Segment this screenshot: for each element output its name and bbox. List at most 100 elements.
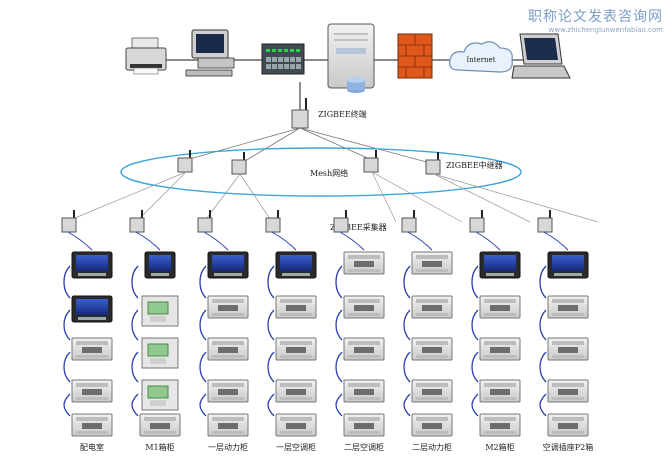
cloud-icon: Internet [449, 41, 513, 73]
cabinet-column: 一层空调柜 [265, 210, 317, 452]
din-meter-icon [71, 337, 113, 361]
watermark: 职称论文发表咨询网 www.zhichenglunwenfabiao.com [528, 6, 663, 34]
bus-wire [267, 351, 275, 383]
router-label: ZIGBEE中继器 [446, 160, 503, 170]
router-antenna-icon [231, 152, 247, 175]
breaker-module-icon [141, 379, 179, 411]
printer-icon [125, 37, 167, 75]
bus-wire [267, 309, 275, 341]
router-antenna-icon [425, 152, 441, 175]
breaker-module-icon [141, 295, 179, 327]
bus-wire [267, 393, 275, 417]
router-antenna-icon [177, 150, 193, 173]
din-meter-icon [479, 413, 521, 437]
collector-label: ZIGBEE采集器 [330, 222, 387, 232]
mesh-ellipse [120, 147, 522, 197]
cabinet-label: M2箱柜 [485, 442, 514, 452]
cabinet-column: 空调插座P2箱 [537, 210, 593, 452]
router-antenna-icon [363, 150, 379, 173]
din-meter-icon [411, 413, 453, 437]
din-meter-icon [343, 379, 385, 403]
switch-icon [261, 43, 305, 75]
collector-antenna-icon [265, 210, 281, 233]
din-meter-icon [343, 251, 385, 275]
bus-wire [335, 309, 343, 341]
pc-icon [185, 29, 235, 77]
din-meter-icon [343, 295, 385, 319]
din-meter-icon [479, 337, 521, 361]
cabinet-column: 二层空调柜 [333, 210, 385, 452]
bus-wire [199, 265, 207, 299]
din-meter-icon [207, 295, 249, 319]
collector-antenna-icon [197, 210, 213, 233]
bus-wire [63, 393, 71, 417]
meter-display-icon [207, 251, 249, 279]
bus-wire [131, 393, 139, 417]
cabinet-label: 配电室 [80, 442, 104, 452]
server-icon [327, 23, 375, 93]
meter-display-icon [479, 251, 521, 279]
din-meter-icon [71, 379, 113, 403]
din-meter-icon [411, 379, 453, 403]
cabinet-columns: 配电室 M1箱柜 一层动力柜 一层空调柜 二层空调柜 二层动力柜 M2箱柜 空调插座P2箱 [61, 210, 593, 452]
cabinet-label: 一层空调柜 [276, 442, 316, 452]
din-meter-icon [479, 379, 521, 403]
meter-display-icon [275, 251, 317, 279]
bus-wire [539, 351, 547, 383]
bus-wire [403, 309, 411, 341]
bus-wire [403, 351, 411, 383]
watermark-title: 职称论文发表咨询网 [528, 9, 663, 25]
bus-wire [471, 309, 479, 341]
cabinet-column: M2箱柜 [469, 210, 521, 452]
cabinet-label: 一层动力柜 [208, 442, 248, 452]
din-meter-icon [71, 413, 113, 437]
bus-wire [471, 351, 479, 383]
cabinet-column: 二层动力柜 [401, 210, 453, 452]
bus-wire [267, 265, 275, 299]
bus-wire [539, 265, 547, 299]
din-meter-icon [411, 337, 453, 361]
din-meter-icon [547, 413, 589, 437]
firewall-icon [397, 33, 433, 79]
meter-display-icon [71, 295, 113, 323]
din-meter-icon [275, 413, 317, 437]
router-collector-links [69, 171, 599, 223]
cabinet-label: 二层空调柜 [344, 442, 384, 452]
bus-wire [131, 265, 139, 299]
collector-antenna-icon [333, 210, 349, 233]
cabinet-column: 配电室 [61, 210, 113, 452]
din-meter-icon [547, 295, 589, 319]
coordinator-label: ZIGBEE终端 [318, 109, 367, 119]
collector-antenna-icon [469, 210, 485, 233]
bus-wire [471, 265, 479, 299]
bus-wire [403, 265, 411, 299]
bus-wire [335, 393, 343, 417]
meter-display-icon [144, 251, 176, 279]
meter-display-icon [71, 251, 113, 279]
mesh-label: Mesh网络 [310, 168, 348, 178]
din-meter-icon [275, 337, 317, 361]
bus-wire [335, 265, 343, 299]
bus-wire [199, 309, 207, 341]
din-meter-icon [139, 413, 181, 437]
collector-antenna-icon [401, 210, 417, 233]
cabinet-label: M1箱柜 [145, 442, 174, 452]
bus-wire [63, 351, 71, 383]
din-meter-icon [411, 251, 453, 275]
bus-wire [63, 265, 71, 299]
bus-wire [539, 393, 547, 417]
bus-wire [199, 351, 207, 383]
bus-wire [131, 351, 139, 383]
din-meter-icon [275, 295, 317, 319]
collector-antenna-icon [61, 210, 77, 233]
watermark-url: www.zhichenglunwenfabiao.com [548, 26, 663, 34]
bus-wire [199, 393, 207, 417]
cabinet-label: 二层动力柜 [412, 442, 452, 452]
din-meter-icon [343, 413, 385, 437]
bus-wire [335, 351, 343, 383]
coordinator-router-links [185, 127, 435, 165]
bus-wire [131, 309, 139, 341]
din-meter-icon [207, 337, 249, 361]
laptop-icon [511, 33, 571, 79]
